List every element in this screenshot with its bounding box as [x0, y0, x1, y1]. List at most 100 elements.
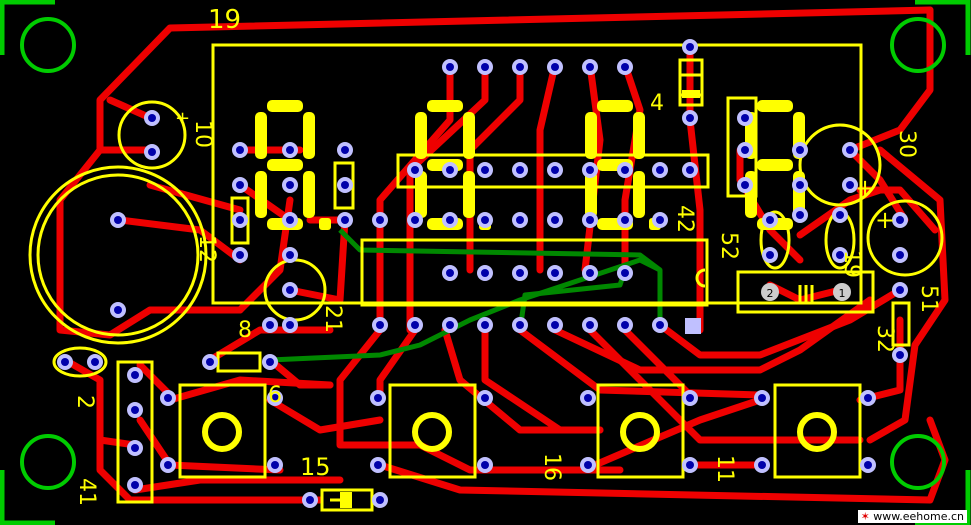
via-hole	[758, 394, 766, 402]
via-hole	[411, 216, 419, 224]
via-hole	[846, 181, 854, 189]
copper-traces-top	[56, 6, 949, 504]
via-hole	[148, 148, 156, 156]
via-hole	[481, 394, 489, 402]
via-hole	[516, 269, 524, 277]
via-hole	[374, 461, 382, 469]
via-hole	[286, 251, 294, 259]
via-hole	[621, 166, 629, 174]
via-hole	[656, 166, 664, 174]
via-hole	[551, 269, 559, 277]
via-hole	[584, 394, 592, 402]
digit-1-segment-a	[267, 100, 303, 112]
via-hole	[586, 63, 594, 71]
mounting-hole-top-left	[20, 17, 76, 73]
via-hole	[864, 461, 872, 469]
digit-2-segment-f	[415, 112, 427, 159]
via-hole	[446, 63, 454, 71]
via-hole	[551, 321, 559, 329]
via-hole	[896, 216, 904, 224]
via-hole	[836, 211, 844, 219]
label-42: 42	[672, 205, 697, 233]
via-hole	[896, 351, 904, 359]
via-hole	[286, 321, 294, 329]
via-hole	[586, 321, 594, 329]
via-hole	[376, 216, 384, 224]
via-hole	[131, 406, 139, 414]
via-hole	[796, 211, 804, 219]
digit-2-segment-a	[427, 100, 463, 112]
via-hole	[341, 216, 349, 224]
via-hole	[758, 461, 766, 469]
label-plus-c30: +	[855, 174, 875, 202]
via-hole	[266, 358, 274, 366]
via-hole	[411, 166, 419, 174]
via-hole	[131, 481, 139, 489]
pad-1	[833, 283, 851, 301]
digit-3-segment-f	[585, 112, 597, 159]
label-8: 8	[238, 318, 252, 343]
digit-1-decimal-point	[319, 218, 331, 230]
label-19b: 19	[839, 250, 864, 278]
via-hole	[481, 269, 489, 277]
diode-band	[340, 492, 352, 508]
digit-1-segment-b	[303, 112, 315, 159]
watermark: ✶ www.eehome.cn	[857, 510, 967, 523]
square-pad	[685, 318, 701, 334]
buzzer-outline	[28, 165, 208, 345]
via-hole	[656, 216, 664, 224]
label-51: 51	[916, 285, 941, 313]
via-hole	[686, 43, 694, 51]
via-hole	[91, 358, 99, 366]
via-hole	[481, 461, 489, 469]
via-hole	[481, 63, 489, 71]
via-hole	[656, 321, 664, 329]
via-hole	[341, 146, 349, 154]
via-hole	[686, 461, 694, 469]
cap-c30-outline	[798, 123, 882, 207]
label-21: 21	[320, 305, 345, 333]
digit-1-segment-e	[255, 171, 267, 218]
label-plus-c10: +	[175, 108, 190, 129]
via-hole	[686, 114, 694, 122]
via-hole	[411, 321, 419, 329]
switch-2-outline	[388, 383, 477, 479]
display-module-outline	[211, 43, 863, 305]
label-4: 4	[650, 91, 664, 116]
via-hole	[621, 321, 629, 329]
digit-3-segment-a	[597, 100, 633, 112]
pads	[57, 39, 908, 508]
resistor-r8-outline	[216, 351, 262, 373]
via-hole	[376, 321, 384, 329]
label-6: 6	[268, 383, 282, 408]
via-hole	[516, 166, 524, 174]
via-hole	[586, 216, 594, 224]
label-11: 11	[712, 455, 737, 483]
via-hole	[766, 216, 774, 224]
via-hole	[148, 114, 156, 122]
resistor-r12-outline	[333, 161, 355, 210]
label-30: 30	[894, 130, 919, 158]
via-hole	[896, 251, 904, 259]
digit-3-segment-b	[633, 112, 645, 159]
via-hole	[446, 269, 454, 277]
cap-c51-outline	[866, 199, 944, 277]
via-hole	[446, 321, 454, 329]
label-19: 19	[208, 5, 241, 35]
via-hole	[621, 63, 629, 71]
cap-c1-outline	[52, 346, 108, 378]
digit-2-segment-e	[415, 171, 427, 218]
via-hole	[206, 358, 214, 366]
via-hole	[836, 251, 844, 259]
via-hole	[266, 321, 274, 329]
ic-outline	[360, 238, 709, 307]
via-hole	[551, 216, 559, 224]
silkscreen-labels: 19 10 4 30 12 42 52 19 21 51 8 32 6 2 15…	[72, 5, 941, 506]
via-hole	[846, 146, 854, 154]
digit-1-segment-g	[267, 159, 303, 171]
via-hole	[516, 321, 524, 329]
pad-2-label: 2	[767, 287, 774, 300]
via-hole	[796, 146, 804, 154]
label-15: 15	[300, 453, 331, 481]
via-hole	[306, 496, 314, 504]
